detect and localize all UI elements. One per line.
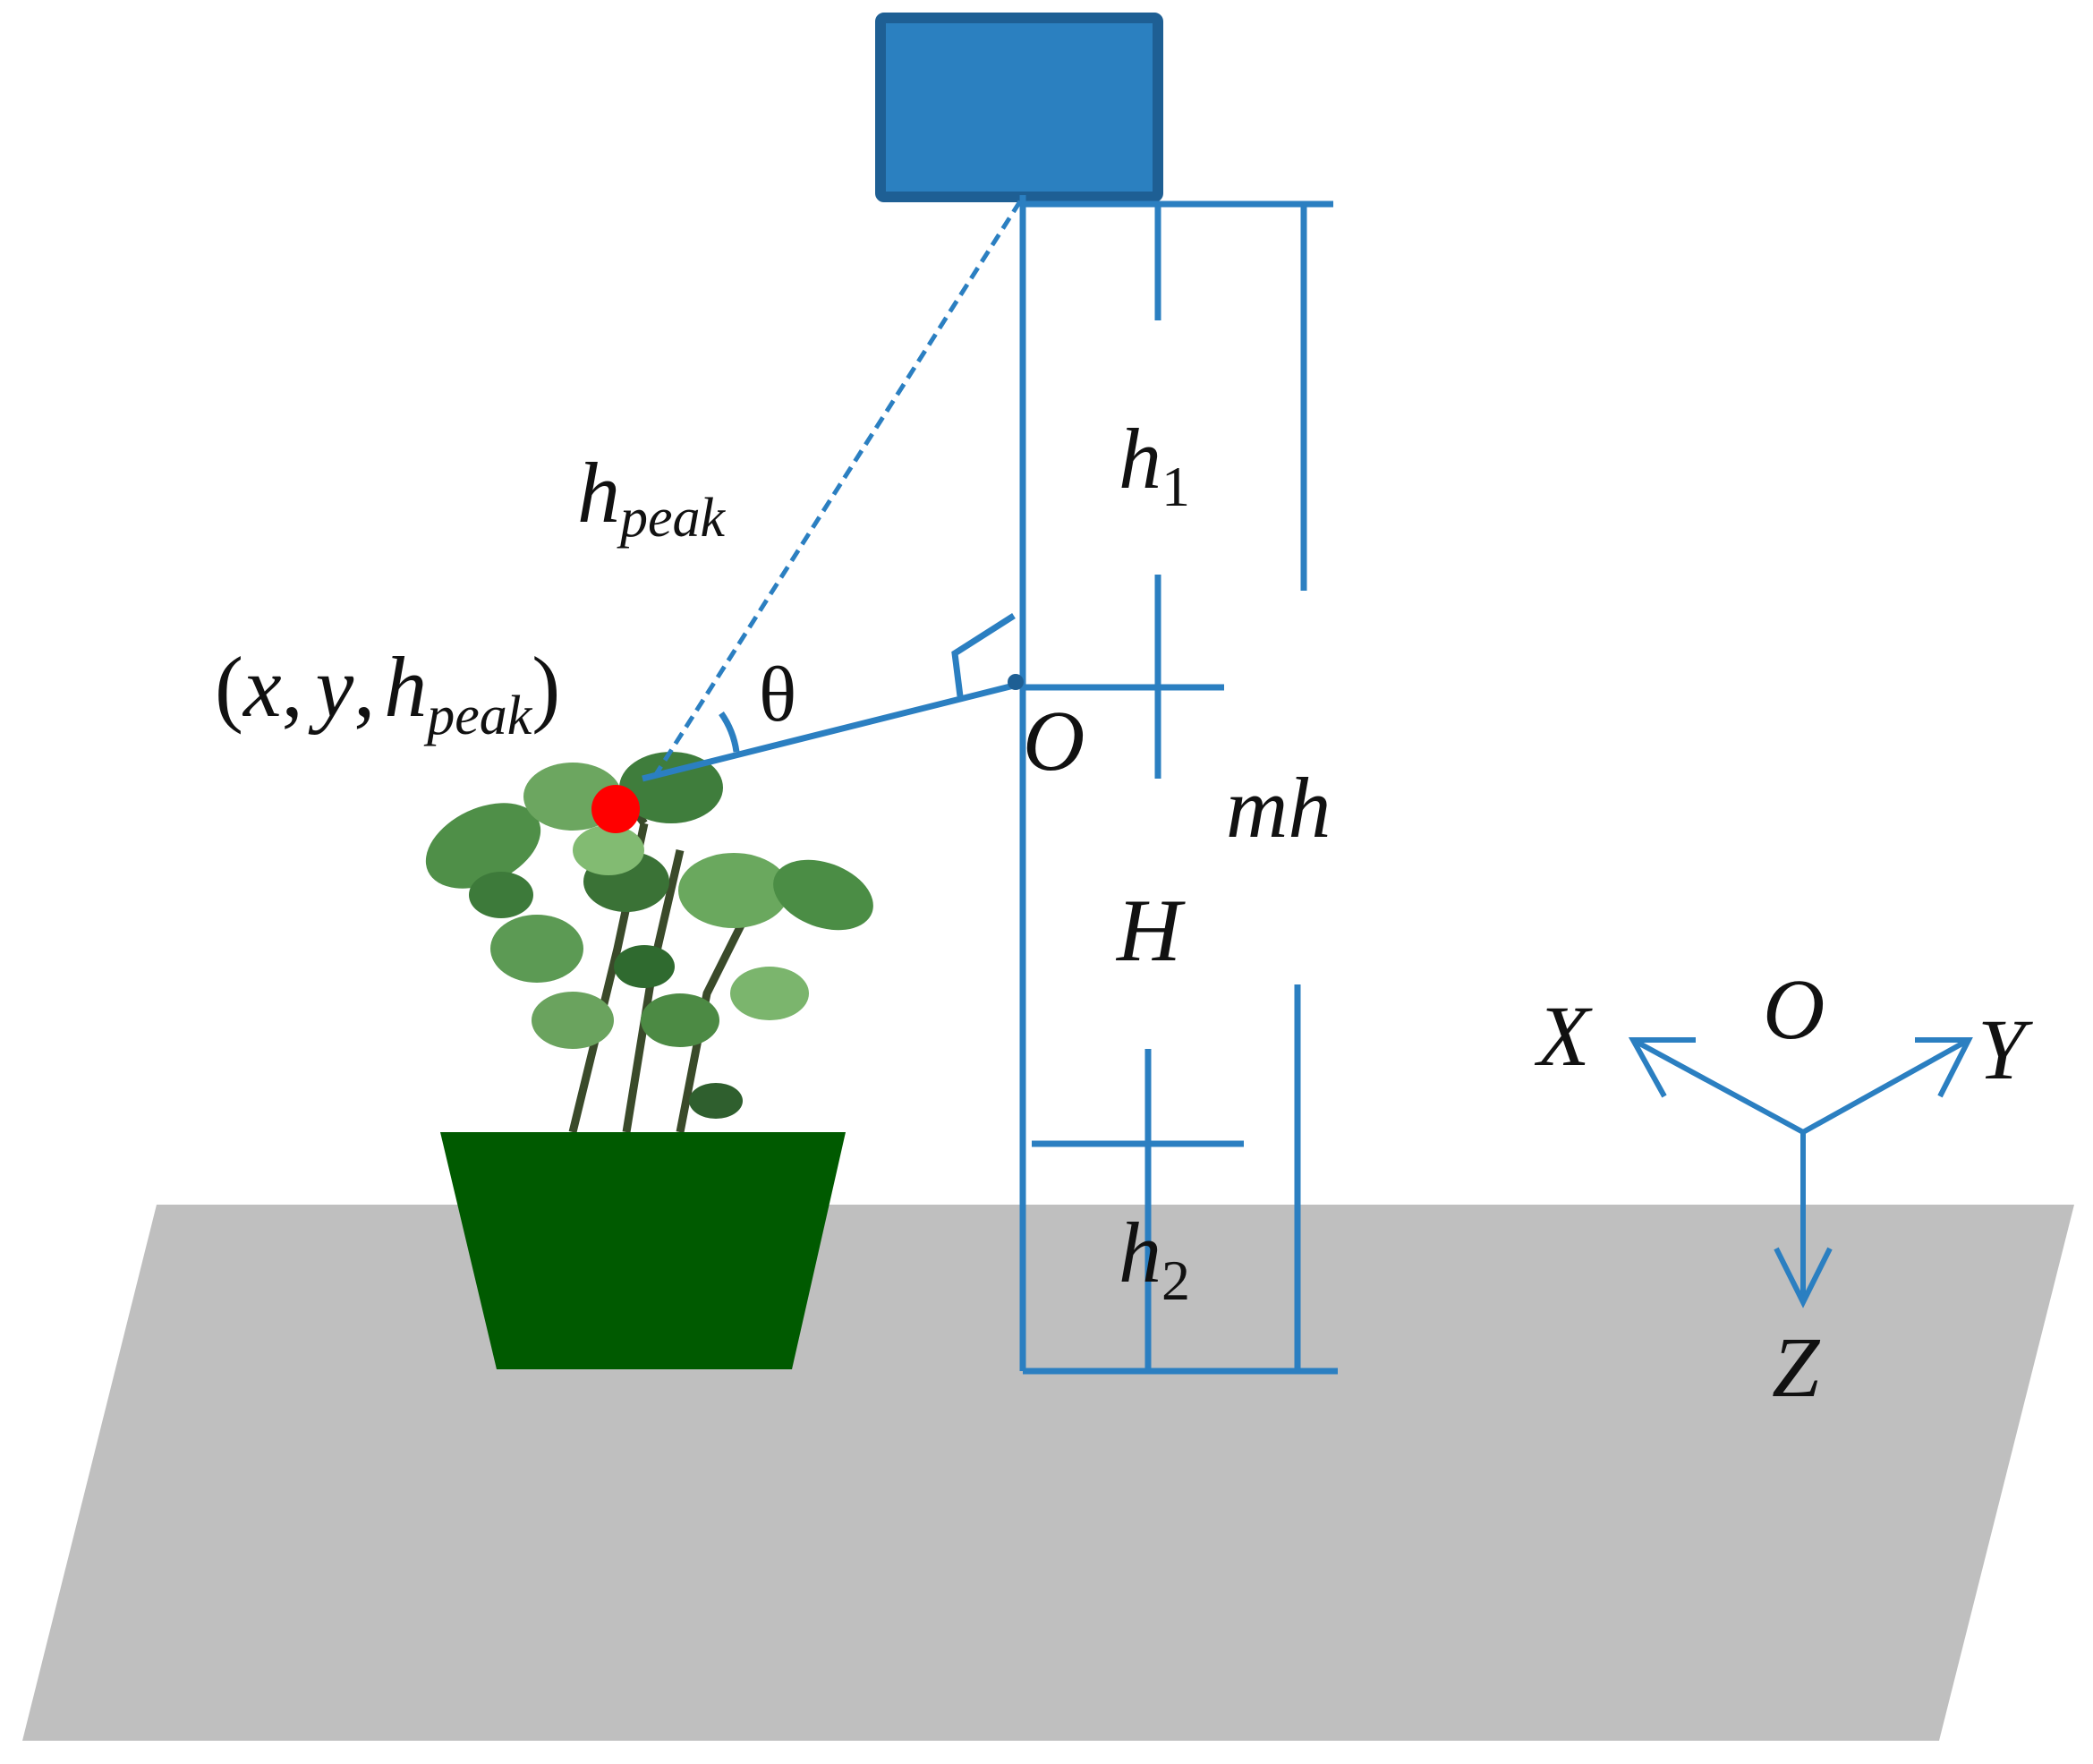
measurement-frame (642, 195, 1338, 1375)
h1-label: h1 (1119, 411, 1190, 518)
theta-label: θ (759, 652, 796, 738)
sensor-origin-label: O (1023, 693, 1085, 788)
origin-point (1008, 674, 1024, 690)
x-axis-label: X (1534, 988, 1593, 1084)
z-axis-label: Z (1772, 1319, 1821, 1415)
H-label: H (1115, 881, 1186, 980)
plant-pot (440, 1132, 846, 1369)
mh-label: mh (1226, 760, 1331, 856)
h-peak-label: hpeak (577, 445, 727, 549)
h2-label: h2 (1119, 1205, 1190, 1312)
peak-coordinate-label: (x,y,hpeak) (215, 639, 560, 746)
peak-point (591, 785, 640, 833)
ground-plane (22, 1205, 2074, 1741)
y-axis-label: Y (1978, 1001, 2033, 1097)
coordinate-axes (1628, 1037, 1973, 1308)
axes-origin-label: O (1763, 961, 1825, 1057)
soybean-plant (425, 752, 873, 1134)
camera-box (875, 13, 1163, 202)
